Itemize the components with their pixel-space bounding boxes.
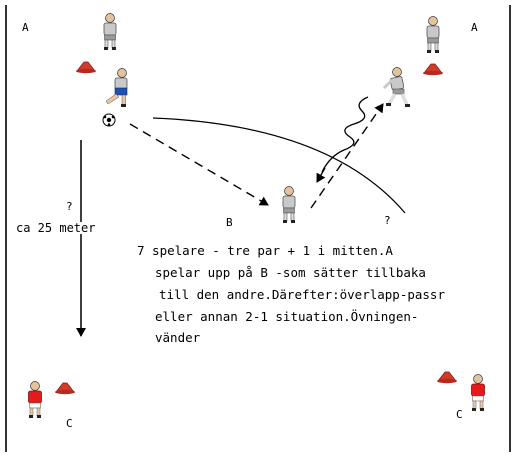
pass-arrow-b-to-a <box>310 103 384 209</box>
player-icon <box>103 13 117 51</box>
distance-label: ca 25 meter <box>16 221 96 235</box>
description-line-1: 7 spelare - tre par + 1 i mitten.A <box>137 243 393 258</box>
pass-arrow-a-to-b <box>129 123 269 206</box>
cone-icon <box>436 371 458 384</box>
dribble-arrow-head <box>316 167 326 183</box>
player-icon <box>382 67 410 107</box>
player-icon <box>28 381 42 419</box>
description-line-2: spelar upp på B -som sätter tillbaka <box>155 265 426 280</box>
player-icon <box>282 186 296 224</box>
ball-icon <box>102 113 116 127</box>
player-icon <box>426 16 440 54</box>
label-c-right: C <box>456 408 463 421</box>
label-a-top-left: A <box>22 21 29 34</box>
label-a-top-right: A <box>471 21 478 34</box>
question-mark-left: ? <box>66 200 73 213</box>
label-b: B <box>226 216 233 229</box>
description-line-3: till den andre.Därefter:överlapp-passr <box>159 287 445 302</box>
cone-icon <box>75 61 97 74</box>
player-icon <box>105 68 128 107</box>
dribble-run <box>321 96 369 173</box>
arc-line <box>152 117 406 214</box>
question-mark-right: ? <box>384 214 391 227</box>
cone-icon <box>54 382 76 395</box>
cone-icon <box>422 63 444 76</box>
description-line-5: vänder <box>155 330 201 345</box>
description-line-4: eller annan 2-1 situation.Övningen- <box>155 309 419 324</box>
label-c-left: C <box>66 417 73 430</box>
player-icon <box>471 374 485 412</box>
